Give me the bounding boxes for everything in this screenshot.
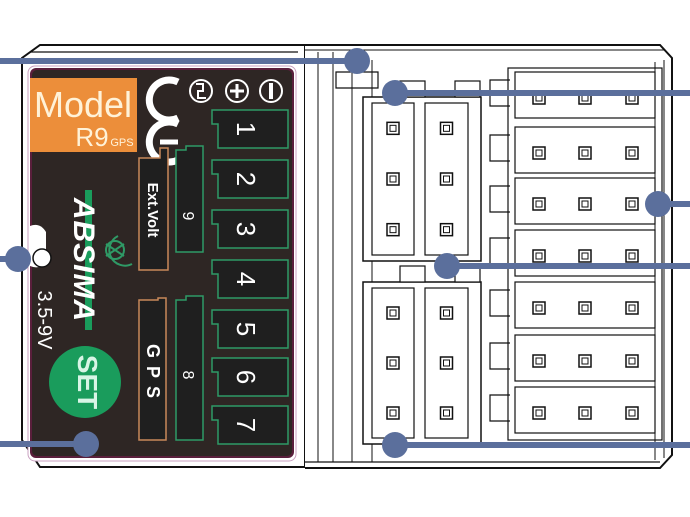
pin-icon: [439, 121, 454, 136]
pin-icon: [625, 301, 639, 315]
pin-icon: [386, 306, 400, 320]
vertical-connector-block: [362, 80, 482, 262]
minus-icon: [259, 79, 283, 103]
channel-label: 1: [231, 122, 261, 136]
pin-icon: [439, 172, 454, 186]
signal-icon: [189, 79, 213, 103]
pin-icon: [532, 406, 546, 420]
channel-label: 6: [231, 370, 261, 384]
pin-icon: [439, 222, 454, 237]
horizontal-connector-row: [489, 281, 656, 329]
channel-label: 5: [231, 322, 261, 336]
pin-icon: [625, 354, 639, 368]
channel-pad-5: 5: [211, 309, 289, 349]
vertical-connector-block: [362, 265, 482, 445]
ext-volt-label: Ext.Volt: [144, 183, 161, 238]
pin-icon: [386, 356, 400, 370]
voltage-label: 3.5-9V: [33, 291, 55, 351]
horizontal-connector-row: [489, 177, 656, 225]
pin-icon: [578, 146, 592, 160]
pin-icon: [625, 249, 639, 263]
pin-icon: [439, 356, 454, 370]
set-button[interactable]: SET: [49, 346, 121, 418]
pin-icon: [578, 197, 592, 211]
plus-icon: [225, 79, 249, 103]
horizontal-connector-row: [489, 71, 656, 119]
brand-name: ABSIMA: [67, 197, 100, 322]
pin-icon: [532, 354, 546, 368]
moon-logo-icon: [105, 235, 133, 267]
callout-dot[interactable]: [344, 48, 370, 74]
pin-icon: [578, 301, 592, 315]
pin-icon: [532, 197, 546, 211]
channel-pad-3: 3: [211, 209, 289, 249]
connectors: [362, 67, 663, 445]
pin-icon: [578, 406, 592, 420]
pin-icon: [386, 406, 400, 420]
horizontal-connector-row: [489, 126, 656, 174]
ext-volt-port: Ext.Volt: [138, 147, 169, 271]
callout-dot[interactable]: [382, 432, 408, 458]
horizontal-connector-row: [489, 229, 656, 277]
pin-icon: [532, 249, 546, 263]
horizontal-connector-row: [489, 334, 656, 382]
pin-icon: [578, 354, 592, 368]
channel-pads: 1 2 3 4 5 6 7: [211, 109, 289, 445]
pin-icon: [439, 306, 454, 320]
gps-port: GPS: [138, 297, 167, 441]
pin-icon: [386, 222, 400, 237]
channel-pad-1: 1: [211, 109, 289, 149]
channel-label: 4: [231, 272, 261, 286]
model-word: Model: [34, 84, 132, 125]
pin-icon: [439, 406, 454, 420]
model-badge: Model R9 GPS: [30, 78, 137, 152]
callout-dot-led[interactable]: [5, 246, 31, 272]
channel-9-label: 9: [179, 212, 196, 221]
status-led: [32, 248, 52, 268]
model-suffix: GPS: [110, 137, 133, 149]
set-button-label: SET: [72, 355, 103, 409]
pin-icon: [386, 172, 400, 186]
pin-icon: [625, 197, 639, 211]
pin-icon: [625, 146, 639, 160]
callout-dot[interactable]: [645, 191, 671, 217]
channel-pad-7: 7: [211, 405, 289, 445]
channel-8-label: 8: [179, 371, 196, 380]
polarity-symbols: [189, 79, 283, 103]
channel-label: 2: [231, 172, 261, 186]
pin-icon: [386, 121, 400, 136]
channel-label: 3: [231, 222, 261, 236]
callouts: [0, 48, 690, 458]
pin-icon: [532, 146, 546, 160]
gps-label: GPS: [143, 344, 163, 406]
callout-dot-set[interactable]: [73, 431, 99, 457]
channel-pad-6: 6: [211, 357, 289, 397]
pin-icon: [625, 406, 639, 420]
pin-icon: [578, 249, 592, 263]
channel-pad-4: 4: [211, 259, 289, 299]
extra-channel-9: 9: [175, 145, 204, 253]
horizontal-connector-row: [489, 386, 656, 434]
channel-pad-2: 2: [211, 159, 289, 199]
model-name: R9: [75, 122, 108, 152]
callout-dot[interactable]: [382, 80, 408, 106]
channel-label: 7: [231, 418, 261, 432]
brand-logo: ABSIMA: [67, 190, 100, 330]
callout-dot[interactable]: [434, 253, 460, 279]
pin-icon: [532, 301, 546, 315]
extra-channel-8: 8: [175, 295, 204, 441]
